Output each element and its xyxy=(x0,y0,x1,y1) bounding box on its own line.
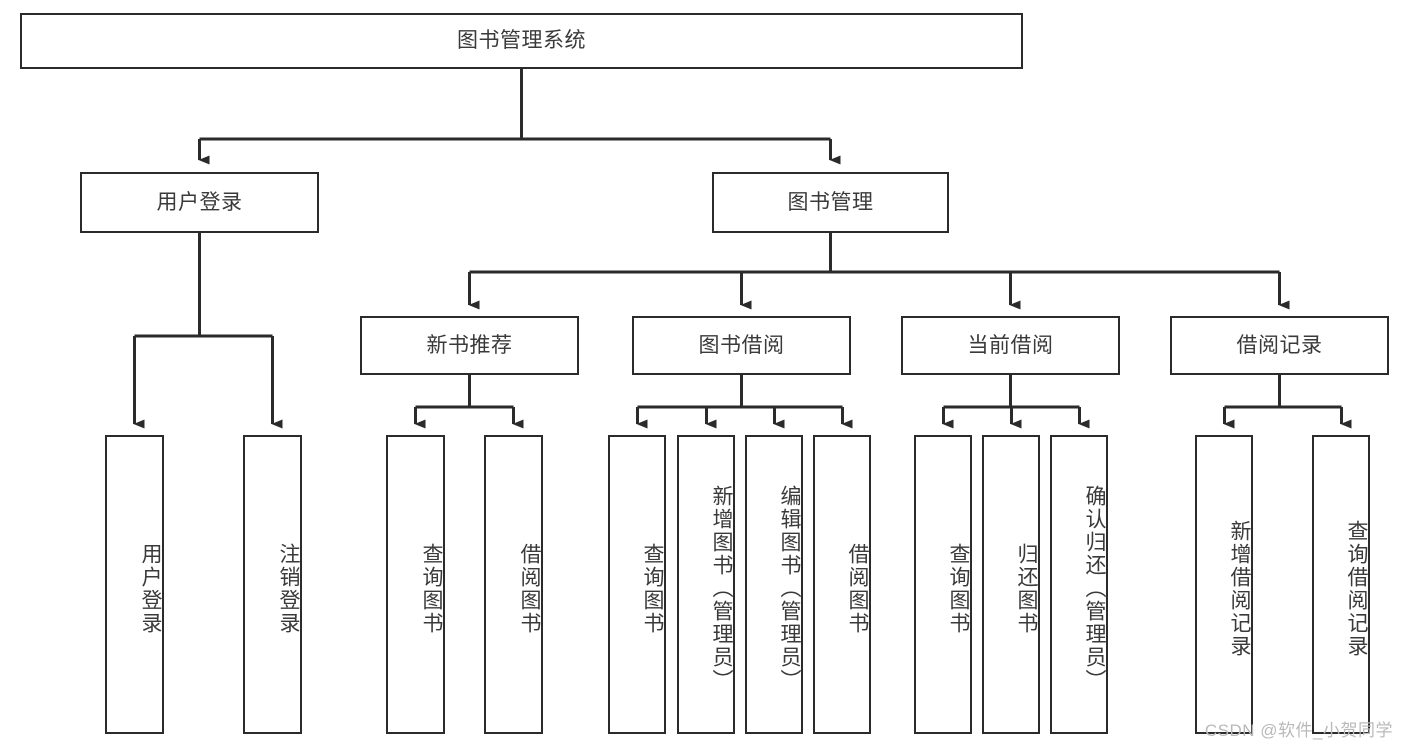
leaf-query-book-current[interactable]: 查询图书 xyxy=(914,435,972,734)
leaf-query-book-borrow[interactable]: 查询图书 xyxy=(608,435,666,734)
leaf-logout[interactable]: 注销登录 xyxy=(243,435,302,734)
node-root[interactable]: 图书管理系统 xyxy=(20,13,1023,69)
leaf-edit-book-admin[interactable]: 编辑图书（管理员） xyxy=(745,435,803,734)
leaf-confirm-return-admin[interactable]: 确认归还（管理员） xyxy=(1050,435,1108,734)
node-book-management[interactable]: 图书管理 xyxy=(712,172,949,233)
leaf-query-borrow-record[interactable]: 查询借阅记录 xyxy=(1312,435,1370,734)
leaf-query-book-recommend[interactable]: 查询图书 xyxy=(386,435,445,734)
node-book-borrow[interactable]: 图书借阅 xyxy=(632,316,851,375)
node-user-login[interactable]: 用户登录 xyxy=(80,172,319,233)
leaf-add-book-admin[interactable]: 新增图书（管理员） xyxy=(677,435,735,734)
node-borrow-records[interactable]: 借阅记录 xyxy=(1170,316,1389,375)
leaf-borrow-book[interactable]: 借阅图书 xyxy=(813,435,871,734)
leaf-borrow-book-recommend[interactable]: 借阅图书 xyxy=(484,435,543,734)
csdn-watermark: CSDN @软件_小贺同学 xyxy=(1204,721,1393,740)
leaf-user-login[interactable]: 用户登录 xyxy=(105,435,164,734)
leaf-return-book[interactable]: 归还图书 xyxy=(982,435,1040,734)
node-new-book-recommend[interactable]: 新书推荐 xyxy=(360,316,579,375)
node-current-borrow[interactable]: 当前借阅 xyxy=(901,316,1120,375)
leaf-add-borrow-record[interactable]: 新增借阅记录 xyxy=(1195,435,1253,734)
